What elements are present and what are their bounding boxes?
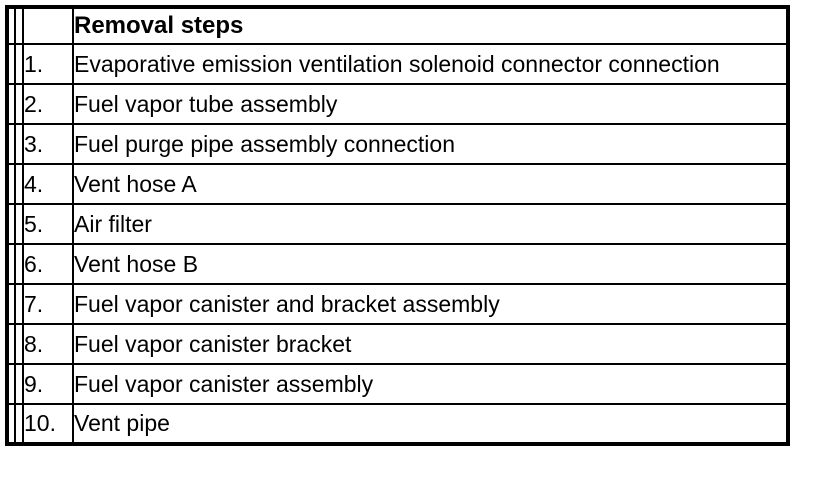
table-header-row: Removal steps [6,6,789,45]
step-description: Fuel vapor tube assembly [72,83,789,125]
spacer-cell [6,403,16,445]
spacer-cell [14,6,24,45]
step-number: 10. [22,403,74,445]
step-number: 9. [22,363,74,405]
table-row: 10. Vent pipe [6,403,789,445]
spacer-cell [6,163,16,205]
step-number: 1. [22,43,74,85]
spacer-cell [14,243,24,285]
table-row: 3. Fuel purge pipe assembly connection [6,123,789,165]
step-description: Fuel vapor canister assembly [72,363,789,405]
spacer-cell [14,363,24,405]
step-number: 6. [22,243,74,285]
table-row: 6. Vent hose B [6,243,789,285]
table-title: Removal steps [72,6,789,45]
spacer-cell [6,43,16,85]
spacer-cell [14,283,24,325]
spacer-cell [14,43,24,85]
spacer-cell [14,203,24,245]
spacer-cell [6,323,16,365]
spacer-cell [6,123,16,165]
spacer-cell [14,83,24,125]
step-description: Fuel vapor canister and bracket assembly [72,283,789,325]
table-row: 4. Vent hose A [6,163,789,205]
spacer-cell [6,83,16,125]
step-description: Air filter [72,203,789,245]
step-description: Fuel vapor canister bracket [72,323,789,365]
spacer-cell [6,6,16,45]
spacer-cell [6,283,16,325]
table-row: 7. Fuel vapor canister and bracket assem… [6,283,789,325]
spacer-cell [14,163,24,205]
spacer-cell [14,323,24,365]
step-description: Evaporative emission ventilation solenoi… [72,43,789,85]
spacer-cell [14,403,24,445]
step-number: 2. [22,83,74,125]
spacer-cell [14,123,24,165]
step-description: Vent hose A [72,163,789,205]
step-number: 4. [22,163,74,205]
spacer-cell [6,203,16,245]
table-row: 8. Fuel vapor canister bracket [6,323,789,365]
header-number-cell [22,6,74,45]
table-row: 9. Fuel vapor canister assembly [6,363,789,405]
step-description: Fuel purge pipe assembly connection [72,123,789,165]
spacer-cell [6,243,16,285]
step-number: 7. [22,283,74,325]
step-number: 5. [22,203,74,245]
table-row: 2. Fuel vapor tube assembly [6,83,789,125]
step-number: 8. [22,323,74,365]
step-description: Vent hose B [72,243,789,285]
step-number: 3. [22,123,74,165]
removal-steps-table: Removal steps 1. Evaporative emission ve… [5,5,790,446]
step-description: Vent pipe [72,403,789,445]
table-body: Removal steps 1. Evaporative emission ve… [6,6,789,445]
table-row: 5. Air filter [6,203,789,245]
table-row: 1. Evaporative emission ventilation sole… [6,43,789,85]
spacer-cell [6,363,16,405]
